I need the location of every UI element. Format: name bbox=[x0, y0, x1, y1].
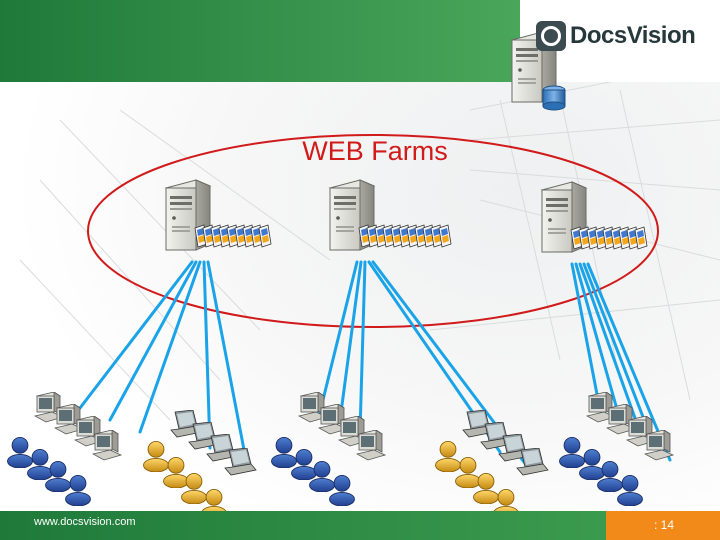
connection-line bbox=[338, 260, 363, 422]
docsvision-logo: DocsVision bbox=[536, 18, 700, 54]
connection-line bbox=[138, 260, 202, 434]
connection-line bbox=[202, 260, 212, 450]
connection-line bbox=[78, 260, 194, 410]
background-structure-lines bbox=[19, 59, 720, 421]
connection-line bbox=[206, 260, 247, 457]
diagram-title: WEB Farms bbox=[302, 136, 448, 166]
application-instances-icon bbox=[358, 224, 452, 248]
connection-lines bbox=[78, 260, 672, 472]
connection-line bbox=[570, 262, 602, 412]
footer-url: www.docsvision.com bbox=[34, 516, 136, 528]
header-band bbox=[0, 0, 520, 82]
database-server-icon bbox=[511, 31, 566, 111]
application-instances-icon bbox=[194, 224, 272, 248]
logo-text: DocsVision bbox=[570, 22, 696, 49]
connection-line bbox=[358, 260, 367, 434]
web-farm-boundary bbox=[87, 134, 659, 328]
connection-line bbox=[578, 262, 642, 434]
connection-line bbox=[574, 262, 622, 422]
logo-mark-icon bbox=[536, 21, 566, 51]
connection-line bbox=[108, 260, 198, 422]
connection-line bbox=[318, 260, 359, 414]
application-instances-icon bbox=[570, 226, 648, 250]
page-number-badge: : 14 bbox=[606, 511, 720, 540]
connection-line bbox=[586, 262, 672, 462]
footer-band bbox=[0, 511, 606, 540]
